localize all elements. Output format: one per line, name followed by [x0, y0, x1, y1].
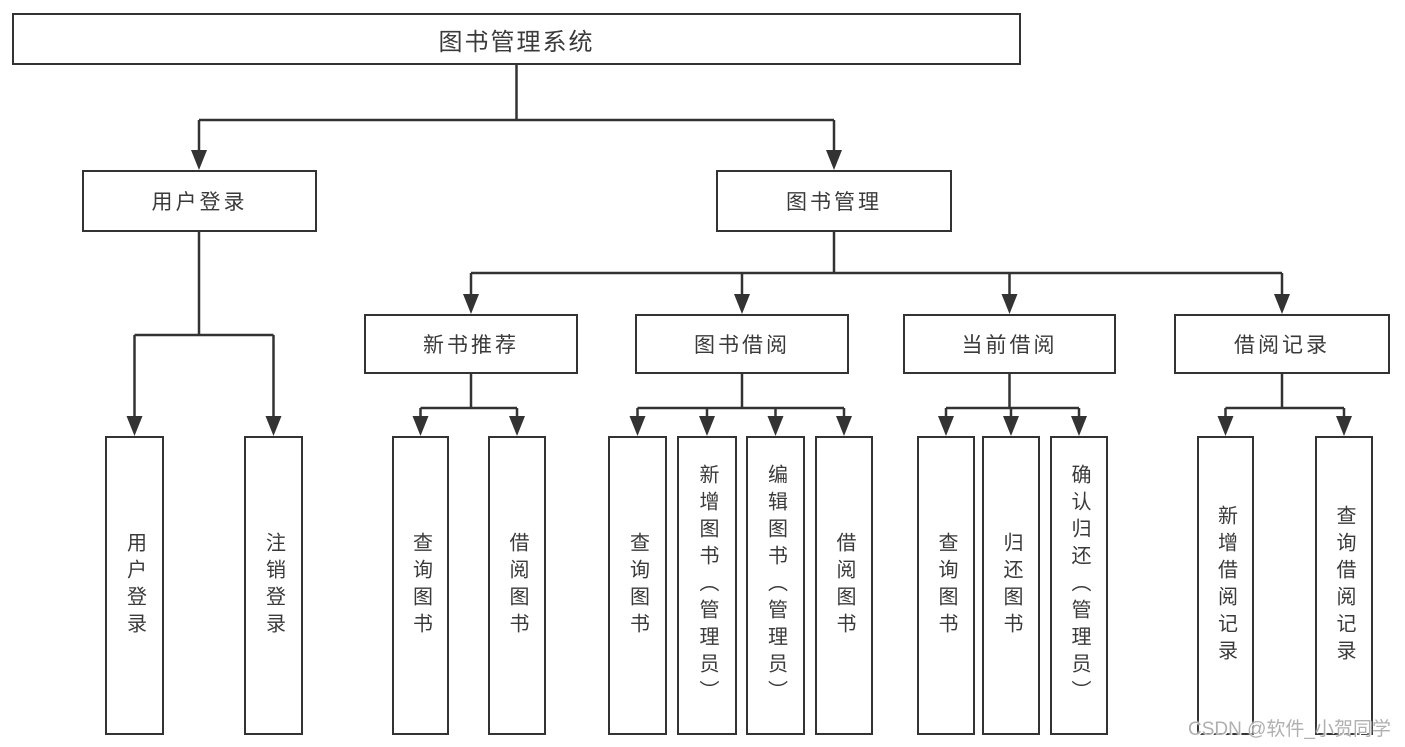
leaf-label: 编辑图书（管理员） — [764, 464, 787, 707]
arrowheads-current-borrowing-children — [938, 416, 1087, 436]
connector-book-management-fork — [469, 232, 1284, 295]
leaf-borrow-books-recommendation: 借阅图书 — [488, 436, 546, 735]
node-book-borrowing: 图书借阅 — [635, 314, 849, 374]
arrowheads-user-login-children — [126, 416, 282, 436]
connector-current-borrowing-fork — [944, 374, 1081, 417]
leaf-label: 新增图书（管理员） — [696, 464, 718, 707]
arrowheads-level3 — [463, 294, 1290, 314]
leaf-label: 借阅图书 — [506, 531, 528, 640]
arrowheads-new-book-children — [412, 416, 525, 436]
connector-user-login-fork — [133, 232, 275, 417]
leaf-logout: 注销登录 — [244, 436, 303, 735]
node-user-login: 用户登录 — [82, 170, 317, 232]
leaf-label: 新增借阅记录 — [1214, 504, 1237, 667]
leaf-user-login: 用户登录 — [105, 436, 164, 735]
leaf-return-books: 归还图书 — [982, 436, 1040, 735]
leaf-label: 归还图书 — [1000, 531, 1022, 640]
leaf-confirm-return-admin: 确认归还（管理员） — [1050, 436, 1108, 735]
leaf-label: 注销登录 — [262, 531, 285, 640]
node-current-borrowing: 当前借阅 — [903, 314, 1116, 374]
leaf-label: 查询图书 — [935, 531, 957, 640]
arrowheads-level2 — [191, 150, 842, 170]
arrowheads-borrowing-records-children — [1217, 416, 1352, 436]
connector-new-book-fork — [419, 374, 519, 417]
leaf-label: 借阅图书 — [833, 531, 855, 640]
leaf-label: 查询借阅记录 — [1333, 504, 1355, 667]
leaf-query-books-recommendation: 查询图书 — [392, 436, 449, 735]
connector-root-to-level2 — [197, 65, 836, 151]
node-book-management: 图书管理 — [716, 170, 952, 232]
leaf-query-books-current: 查询图书 — [917, 436, 975, 735]
leaf-label: 用户登录 — [123, 531, 146, 640]
leaf-add-books-admin: 新增图书（管理员） — [677, 436, 737, 735]
leaf-edit-books-admin: 编辑图书（管理员） — [746, 436, 805, 735]
leaf-query-books-borrowing: 查询图书 — [608, 436, 667, 735]
node-borrowing-records: 借阅记录 — [1174, 314, 1390, 374]
csdn-watermark: CSDN @软件_小贺同学 — [1188, 719, 1391, 740]
connector-book-borrowing-fork — [636, 374, 846, 417]
leaf-borrow-books-borrowing: 借阅图书 — [815, 436, 873, 735]
leaf-add-borrow-record: 新增借阅记录 — [1197, 436, 1254, 735]
connector-borrowing-records-fork — [1224, 374, 1346, 417]
leaf-label: 确认归还（管理员） — [1068, 464, 1090, 707]
leaf-query-borrow-record: 查询借阅记录 — [1315, 436, 1373, 735]
leaf-label: 查询图书 — [409, 531, 432, 640]
node-library-management-system: 图书管理系统 — [12, 13, 1021, 65]
leaf-label: 查询图书 — [626, 531, 649, 640]
node-new-book-recommendation: 新书推荐 — [364, 314, 578, 374]
arrowheads-book-borrowing-children — [629, 416, 852, 436]
